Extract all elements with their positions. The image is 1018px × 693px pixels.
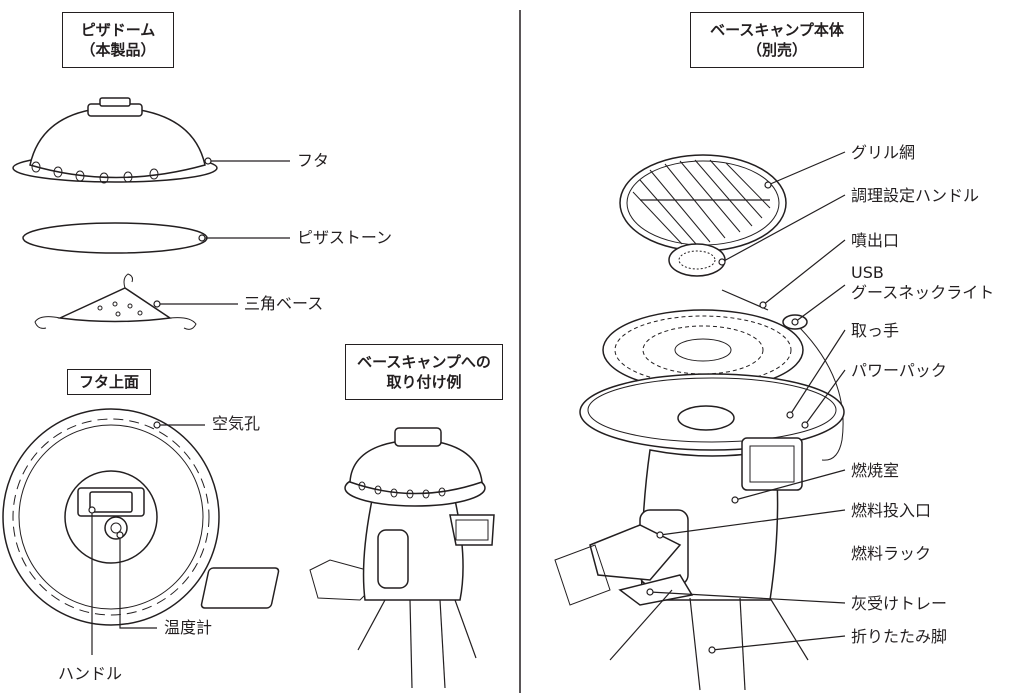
attach-example-box: ベースキャンプへの 取り付け例 [345,344,503,400]
basecamp-body-drawing [554,373,845,691]
label-cooking-handle: 調理設定ハンドル [851,186,980,205]
label-folding-legs: 折りたたみ脚 [851,627,948,646]
label-lid: フタ [297,151,330,170]
label-ash-tray: 灰受けトレー [851,594,948,613]
label-fuel-inlet: 燃料投入口 [851,501,932,520]
attach-example-line2: 取り付け例 [386,373,462,391]
label-usb-line1: USB [851,263,884,282]
pizza-dome-title-box: ピザドーム （本製品） [62,12,174,68]
attach-example-line1: ベースキャンプへの [357,353,491,371]
basecamp-title: ベースキャンプ本体 [710,21,844,39]
triangle-base-drawing [34,273,197,330]
pizza-dome-subtitle: （本製品） [80,41,156,59]
label-pizza-stone: ピザストーン [297,228,393,247]
label-air-holes: 空気孔 [212,414,261,433]
cooking-handle-drawing [668,243,769,311]
label-thermometer: 温度計 [164,618,213,637]
basecamp-title-box: ベースキャンプ本体 （別売） [690,12,864,68]
label-fuel-rack: 燃料ラック [851,544,932,563]
label-grill-net: グリル網 [851,143,916,162]
attach-example-drawing [200,427,495,689]
lid-top-title-box: フタ上面 [67,369,151,395]
label-power-pack: パワーパック [851,361,947,380]
pizza-stone-drawing [22,222,208,254]
label-handle: ハンドル [58,664,123,683]
pizza-dome-title: ピザドーム [80,21,156,39]
label-triangle-base: 三角ベース [244,294,324,313]
lid-top-title: フタ上面 [78,373,139,391]
label-grip: 取っ手 [851,321,900,340]
label-combustion-chamber: 燃焼室 [851,461,900,480]
dome-lid-drawing [12,97,218,184]
label-nozzle: 噴出口 [851,231,900,250]
grill-net-drawing [619,154,787,252]
basecamp-subtitle: （別売） [746,41,807,59]
label-usb-line2: グースネックライト [851,283,995,302]
lid-top-view-drawing [2,408,220,626]
